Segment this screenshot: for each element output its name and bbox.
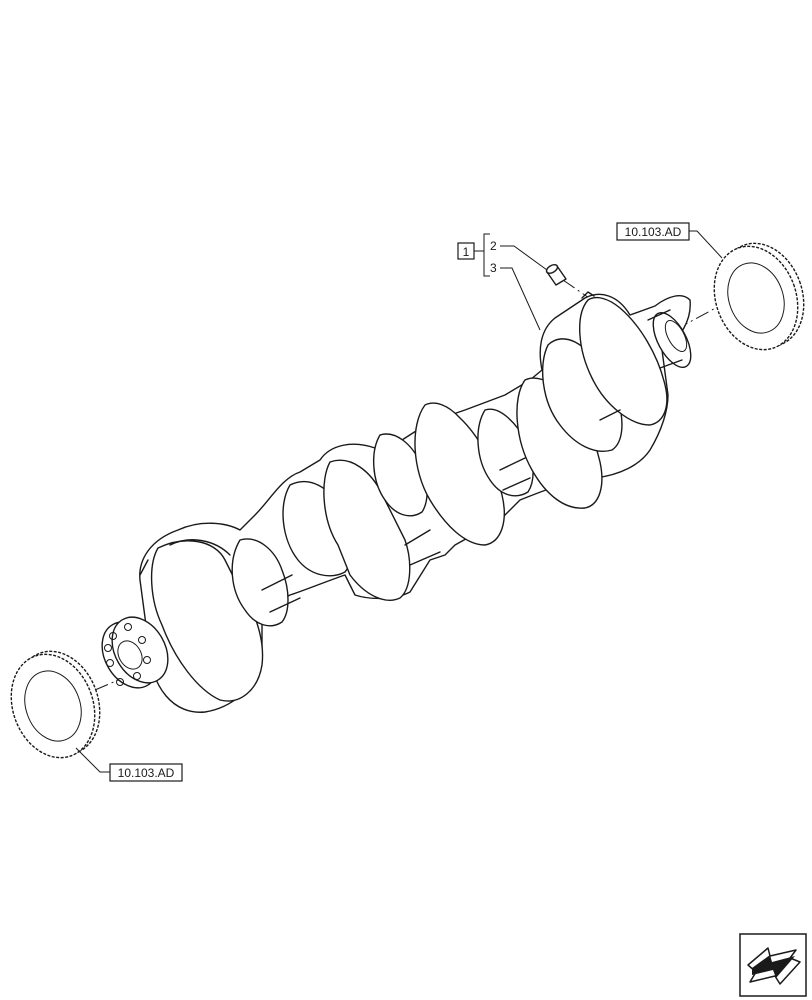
item-crankshaft-label: 3 bbox=[490, 261, 497, 275]
pin-leader-line bbox=[500, 245, 548, 271]
reference-bottom-leader bbox=[75, 747, 110, 773]
assembly-callout: 1 2 3 bbox=[457, 233, 548, 331]
item-pin-label: 2 bbox=[490, 239, 497, 253]
arrow-navigation-icon[interactable] bbox=[739, 933, 807, 997]
dowel-pin bbox=[545, 264, 567, 286]
reference-callout-bottom: 10.103.AD bbox=[75, 747, 183, 782]
reference-bottom-label: 10.103.AD bbox=[118, 766, 175, 780]
reference-callout-top: 10.103.AD bbox=[616, 222, 723, 259]
reference-top-leader bbox=[689, 230, 723, 259]
assembly-ref-label: 1 bbox=[463, 245, 470, 259]
crankshaft bbox=[101, 291, 692, 713]
crankshaft-leader-line bbox=[500, 267, 541, 331]
front-timing-gear bbox=[10, 650, 101, 759]
reference-top-label: 10.103.AD bbox=[625, 225, 682, 239]
rear-timing-gear bbox=[713, 242, 805, 351]
